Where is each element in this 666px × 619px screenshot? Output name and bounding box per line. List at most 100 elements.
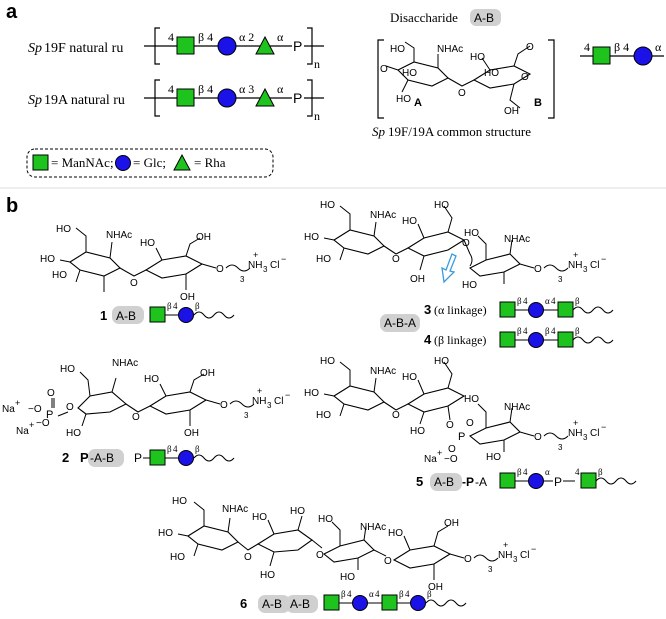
disaccharide-common: Disaccharide A-B HO NHAc O HO HO A O HO … (372, 9, 555, 139)
phosphate-label: P (134, 451, 142, 465)
chain-sub: 3 (244, 411, 249, 420)
rha-triangle-icon (255, 87, 275, 107)
badge-text: A-B (116, 309, 136, 323)
svg-text:HO: HO (320, 200, 335, 211)
repeat-n: n (314, 57, 320, 71)
compound-1: HO NHAc HO HO O HO OH OH O 3 NH 3 + Cl −… (40, 224, 286, 324)
phosphate-label: P (554, 475, 562, 489)
svg-text:HO: HO (316, 410, 331, 421)
svg-text:HO: HO (388, 528, 403, 539)
manac-square-icon (149, 449, 166, 466)
minus-charge: − (601, 422, 606, 432)
link-label: β 4 (198, 82, 213, 96)
phosphate-label: P (293, 90, 302, 106)
svg-text:O: O (534, 264, 542, 275)
badge-text: A-B (474, 11, 494, 25)
compound-2: Na + Na + −O −O P O O HO NHAc HO O HO OH… (2, 358, 290, 467)
svg-text:HO: HO (158, 528, 173, 539)
link-label: β 4 (198, 30, 213, 44)
chloride-label: Cl (274, 396, 283, 407)
manac-square-icon (323, 594, 340, 611)
nhac-label: NHAc (106, 230, 132, 241)
link-label: 4 (523, 326, 528, 336)
svg-text:HO: HO (318, 514, 333, 525)
common-structure-label: 19F/19A common structure (388, 124, 531, 139)
manac-square-icon (592, 46, 611, 65)
badge (380, 314, 420, 332)
repeat-n: n (314, 109, 320, 123)
badge (470, 9, 501, 26)
glc-circle-icon (352, 595, 368, 611)
amine-sub: 3 (513, 555, 518, 564)
amine-sub: 3 (583, 433, 588, 442)
compound-number: 4 (424, 332, 432, 347)
linkage-desc: (α linkage) (434, 303, 487, 317)
rha-triangle-icon (255, 35, 275, 55)
compound-3-4-structure: HO NHAc HO HO O HO HO OH O HO NHAc HO O … (304, 200, 606, 332)
phosphorus-label: P (458, 431, 465, 443)
chloride-label: Cl (520, 550, 529, 561)
link-label: α (277, 30, 284, 44)
ring-b-label: B (534, 97, 542, 109)
manac-square-icon (557, 301, 574, 318)
nhac-label: NHAc (222, 504, 248, 515)
link-label: β (195, 444, 200, 454)
manac-square-icon (176, 36, 195, 55)
svg-text:−O: −O (444, 454, 458, 465)
phosphate-label: P (293, 38, 302, 54)
linkage-desc: (β linkage) (434, 333, 486, 347)
link-label: β (517, 296, 522, 306)
badge-tail: -A (475, 475, 487, 489)
link-label: α (655, 40, 662, 54)
svg-text:HO: HO (434, 200, 449, 211)
plus-charge: + (573, 250, 578, 260)
svg-text:O: O (316, 550, 324, 561)
badge-text: A-B (290, 597, 310, 611)
link-label: β 4 (614, 40, 629, 54)
svg-text:O: O (132, 412, 140, 423)
amine-label: NH (252, 396, 266, 407)
svg-text:O: O (534, 432, 542, 443)
nhac-label: NHAc (437, 44, 463, 55)
linkage-arrow-icon (441, 253, 457, 284)
link-label: β (545, 326, 550, 336)
link-label: 4 (551, 296, 556, 306)
svg-text:HO: HO (434, 356, 449, 367)
compound-number: 2 (62, 450, 69, 465)
plus-charge: + (257, 386, 262, 396)
link-label: β (575, 296, 580, 306)
manac-square-icon (32, 154, 49, 171)
manac-square-icon (557, 331, 574, 348)
legend-glc: = Glc; (133, 155, 166, 170)
glc-circle-icon (178, 450, 194, 466)
plus-charge: + (253, 250, 258, 260)
badge-bold-p: P (80, 450, 89, 465)
glc-circle-icon (528, 302, 544, 318)
svg-text:OH: OH (428, 582, 443, 593)
compound-number: 6 (240, 596, 247, 611)
link-label: α (545, 467, 550, 477)
svg-text:+: + (29, 420, 34, 430)
amine-label: NH (568, 260, 582, 271)
svg-text:HO: HO (410, 426, 425, 437)
svg-text:HO: HO (60, 364, 75, 375)
svg-text:O: O (526, 42, 534, 53)
compound-4-row: 4 (β linkage) β 4 β 4 β (424, 326, 614, 348)
svg-text:O: O (446, 420, 454, 431)
svg-text:HO: HO (172, 496, 187, 507)
plus-charge: + (503, 540, 508, 550)
phosphorus-label: P (46, 409, 53, 421)
link-label: α 3 (239, 82, 254, 96)
manac-square-icon (499, 301, 516, 318)
svg-text:HO: HO (290, 506, 305, 517)
svg-text:+: + (437, 448, 442, 458)
badge (286, 595, 318, 613)
svg-text:HO: HO (464, 394, 479, 405)
svg-text:HO: HO (320, 356, 335, 367)
plus-charge: + (573, 418, 578, 428)
link-label: β (167, 444, 172, 454)
svg-text:HO: HO (260, 570, 275, 581)
link-label: 4 (173, 444, 178, 454)
badge-text: -A-B (90, 451, 114, 465)
